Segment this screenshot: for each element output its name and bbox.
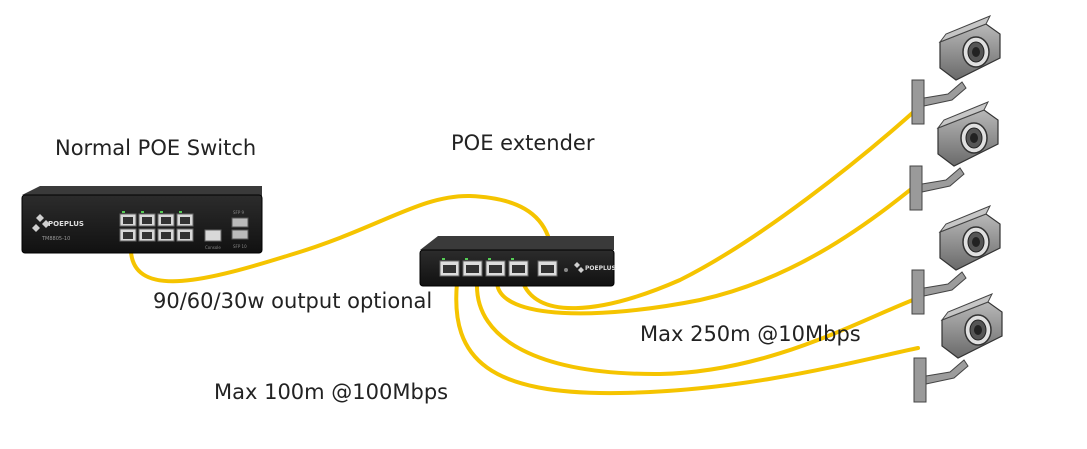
camera-1-icon bbox=[911, 15, 1001, 125]
switch-console-port bbox=[204, 229, 222, 242]
max-250m-label: Max 250m @10Mbps bbox=[640, 322, 861, 346]
switch-ports bbox=[119, 211, 194, 242]
output-optional-label: 90/60/30w output optional bbox=[153, 289, 433, 313]
max-100m-label: Max 100m @100Mbps bbox=[214, 380, 449, 404]
switch-console-label: Console bbox=[205, 245, 221, 250]
poe-extender: POEPLUS bbox=[419, 236, 616, 287]
svg-text:SFP 9: SFP 9 bbox=[233, 210, 245, 215]
cable-extender-to-camera-3 bbox=[474, 281, 920, 377]
extender-brand: POEPLUS bbox=[585, 265, 616, 272]
svg-text:SFP 10: SFP 10 bbox=[233, 244, 247, 249]
camera-4-icon bbox=[913, 293, 1003, 403]
cable-extender-to-camera-1 bbox=[520, 106, 920, 311]
cable-switch-to-extender bbox=[129, 193, 550, 284]
switch-logo-icon bbox=[32, 214, 50, 232]
normal-poe-switch-label: Normal POE Switch bbox=[55, 136, 257, 160]
extender-ports bbox=[439, 258, 529, 277]
switch-sfp-ports: SFP 9 SFP 10 bbox=[231, 210, 249, 249]
switch-brand: POEPLUS bbox=[48, 220, 84, 228]
extender-power-led bbox=[564, 268, 568, 272]
switch-model: TM8805-10 bbox=[41, 236, 70, 242]
cables bbox=[129, 106, 920, 396]
extender-logo-icon bbox=[574, 262, 584, 273]
cable-extender-to-camera-2 bbox=[495, 188, 912, 316]
cable-extender-to-camera-4 bbox=[454, 281, 920, 396]
normal-poe-switch: POEPLUS TM8805-10 Console bbox=[21, 186, 263, 254]
poe-extender-label: POE extender bbox=[451, 131, 595, 155]
